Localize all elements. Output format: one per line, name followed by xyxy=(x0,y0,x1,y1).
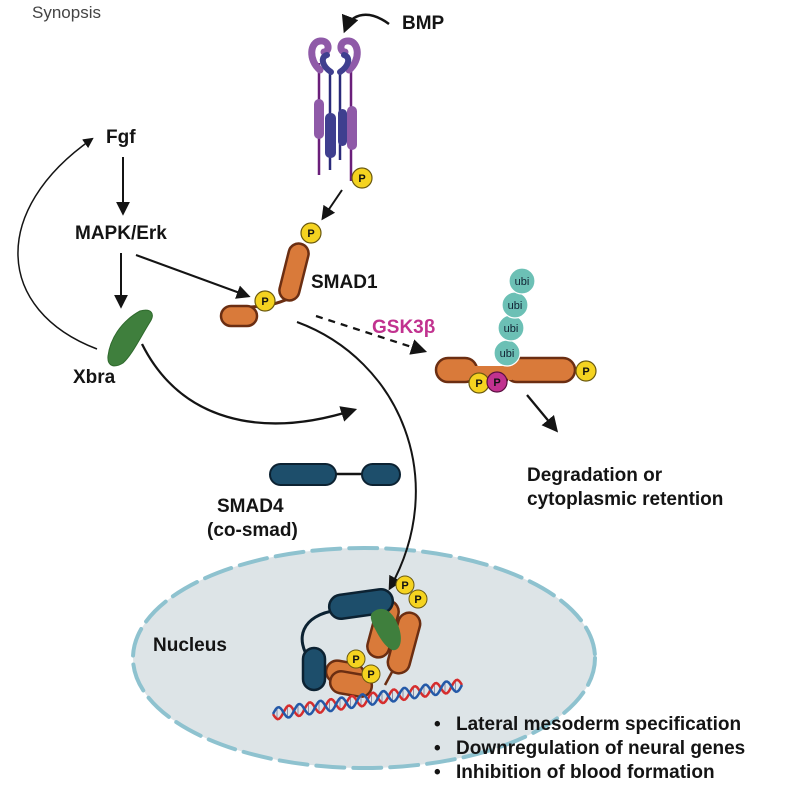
arrow-mapk-to-smad1 xyxy=(135,254,251,299)
dna-helix-icon xyxy=(271,678,464,721)
arrow-bmp-to-receptor xyxy=(341,13,390,34)
ubiquitin-chain: ubi ubi ubi ubi xyxy=(493,267,536,367)
label-nucleus: Nucleus xyxy=(153,635,227,656)
label-cytoplasmic-retention: cytoplasmic retention xyxy=(527,489,724,510)
smad1-ubiquitinated: P P P ubi ubi ubi ubi xyxy=(434,267,597,394)
arrow-smad1-to-gsk3b xyxy=(315,314,428,355)
label-smad1: SMAD1 xyxy=(311,272,378,293)
outcome-item: Inhibition of blood formation xyxy=(432,761,745,785)
smad1-protein: P P xyxy=(219,222,322,328)
arrow-smad1-to-nucleus xyxy=(296,321,417,591)
svg-text:P: P xyxy=(401,580,408,592)
label-smad4: SMAD4 xyxy=(217,496,284,517)
dna-strand-blue xyxy=(271,680,464,719)
label-xbra: Xbra xyxy=(73,367,116,388)
label-co-smad: (co-smad) xyxy=(207,520,298,541)
arrow-xbra-to-smad-complex xyxy=(140,343,358,425)
label-bmp: BMP xyxy=(402,13,445,34)
svg-text:ubi: ubi xyxy=(508,300,523,312)
smad-transcription-complex: P P P P xyxy=(300,575,428,698)
label-fgf: Fgf xyxy=(106,127,136,148)
svg-text:P: P xyxy=(493,377,500,389)
svg-text:P: P xyxy=(367,669,374,681)
svg-text:P: P xyxy=(352,654,359,666)
svg-text:P: P xyxy=(475,378,482,390)
figure-title: Synopsis xyxy=(32,3,101,22)
svg-text:ubi: ubi xyxy=(500,348,515,360)
label-degradation: Degradation or xyxy=(527,465,663,486)
svg-text:P: P xyxy=(582,366,589,378)
outcome-item: Lateral mesoderm specification xyxy=(432,713,745,737)
svg-text:P: P xyxy=(414,594,421,606)
arrow-to-degradation xyxy=(526,394,559,433)
outcome-list: Lateral mesoderm specification Downregul… xyxy=(432,713,745,785)
arrow-xbra-to-fgf xyxy=(17,137,98,350)
smad4-protein xyxy=(269,463,401,486)
bmp-receptor-icon xyxy=(308,37,361,181)
label-mapk-erk: MAPK/Erk xyxy=(75,223,167,244)
svg-text:ubi: ubi xyxy=(515,276,530,288)
label-gsk3b: GSK3β xyxy=(372,317,436,338)
phospho-receptor: P xyxy=(351,167,373,189)
svg-text:ubi: ubi xyxy=(504,323,519,335)
xbra-protein-icon xyxy=(107,309,153,367)
arrow-receptor-to-smad1 xyxy=(321,189,343,221)
svg-text:P: P xyxy=(261,296,268,308)
outcome-item: Downregulation of neural genes xyxy=(432,737,745,761)
svg-text:P: P xyxy=(307,228,314,240)
svg-text:P: P xyxy=(358,173,365,185)
